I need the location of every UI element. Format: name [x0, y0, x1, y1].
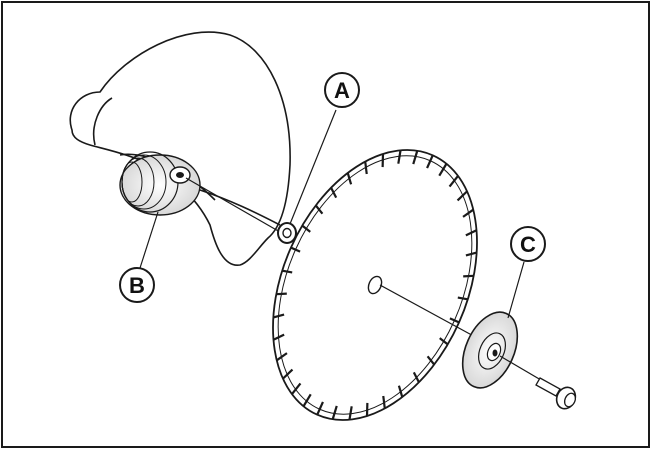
- blade-segment-slot: [273, 333, 285, 341]
- blade-segment-slot: [364, 161, 368, 175]
- blade-segment-slot: [463, 274, 474, 278]
- blade-bolt: [499, 355, 577, 410]
- inner-flange-washer: [277, 222, 297, 244]
- spindle-pulley: [119, 151, 281, 233]
- blade-segment-slot: [314, 204, 324, 215]
- leader-a: [289, 109, 337, 225]
- leader-b: [139, 211, 159, 269]
- blade-segment-slot: [282, 368, 294, 380]
- blade-segment-slot: [426, 154, 434, 169]
- blade-segment-slot: [291, 382, 302, 395]
- leader-c: [507, 261, 525, 319]
- blade-segment-slot: [290, 246, 301, 253]
- blade-segment-slot: [397, 385, 404, 398]
- blade-segment-slot: [365, 402, 369, 417]
- callout-b: B: [119, 267, 155, 303]
- blade-segment-slot: [301, 224, 311, 233]
- blade-segment-slot: [438, 163, 448, 177]
- blade-segment-slot: [456, 190, 468, 202]
- blade-segment-slot: [412, 371, 420, 383]
- blade-segment-slot: [273, 313, 285, 319]
- blade-segment-slot: [439, 337, 449, 346]
- callout-a: A: [324, 72, 360, 108]
- blade-segment-slot: [457, 296, 468, 301]
- blade-segment-slot: [449, 317, 460, 324]
- blade-segment-slot: [282, 269, 293, 274]
- blade-segment-slot: [381, 153, 385, 168]
- blade-segment-slot: [348, 406, 353, 420]
- callout-a-label: A: [334, 78, 350, 103]
- blade-segment-slot: [397, 150, 402, 164]
- blade-segment-slot: [426, 355, 436, 366]
- callout-b-label: B: [129, 273, 145, 298]
- blade-segment-slot: [346, 172, 353, 185]
- blade-segment-slot: [276, 352, 288, 362]
- blade-segment-slot: [331, 405, 338, 420]
- outer-flange: [461, 311, 519, 389]
- blade-segment-slot: [465, 229, 477, 237]
- diamond-blade: [272, 149, 478, 421]
- callout-c: C: [510, 226, 546, 262]
- blade-segment-slot: [302, 393, 312, 407]
- blade-segment-slot: [316, 401, 324, 416]
- blade-segment-slot: [448, 175, 459, 188]
- blade-segment-slot: [330, 187, 338, 199]
- blade-segment-slot: [412, 150, 419, 165]
- blade-guard: [69, 31, 291, 266]
- blade-segment-slot: [465, 251, 477, 257]
- callout-c-label: C: [520, 232, 536, 257]
- blade-segment-slot: [382, 395, 386, 409]
- blade-segment-slot: [276, 292, 287, 296]
- blade-segment-slot: [462, 208, 474, 218]
